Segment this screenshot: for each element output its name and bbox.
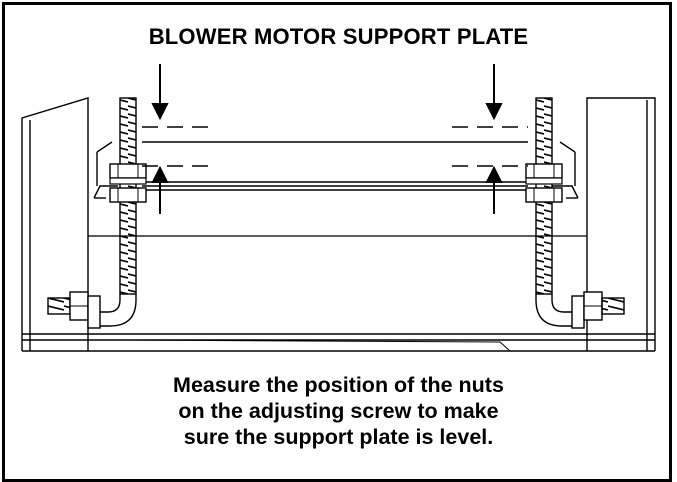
support-plate [88,141,587,237]
diagram-title: BLOWER MOTOR SUPPORT PLATE [148,24,529,49]
right-adjusting-screw [525,97,625,329]
base-plate [22,333,655,352]
measurement-lines [142,126,528,167]
left-adjusting-screw [47,97,147,329]
diagram-caption: Measure the position of the nuts on the … [0,372,677,450]
blower-motor-support-diagram [21,64,656,352]
caption-line: sure the support plate is level. [183,425,494,449]
measurement-arrows [151,64,503,214]
caption-line: Measure the position of the nuts [173,373,504,397]
right-side-panel [586,97,656,351]
caption-line: on the adjusting screw to make [178,399,499,423]
left-side-panel [21,97,89,351]
